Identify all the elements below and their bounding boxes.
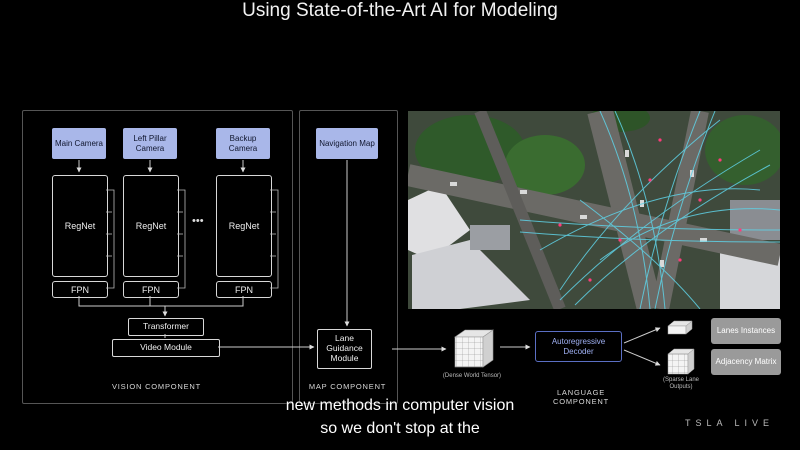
adjacency-matrix-box: Adjacency Matrix [711,349,781,375]
fpn-block-2: FPN [123,281,179,298]
subtitle-line-1: new methods in computer vision [285,397,515,414]
backup-camera-box: Backup Camera [216,128,270,159]
tsla-live-logo: TSLA LIVE [684,418,774,428]
sparse-output-cubes [667,320,695,375]
language-component-label: LANGUAGE COMPONENT [553,388,609,406]
arrow-decoder-to-top [623,327,661,344]
dense-tensor-cube [454,329,494,368]
slide-title: Using State-of-the-Art AI for Modeling [242,0,558,21]
regnet-block-3: RegNet [216,175,272,277]
lane-guidance-module-box: Lane Guidance Module [317,329,372,369]
vision-component-label: VISION COMPONENT [111,382,202,391]
lanes-instances-box: Lanes Instances [711,318,781,344]
arrow-decoder-to-bottom [623,349,661,366]
camera-arrows [76,160,246,173]
ellipsis: ••• [192,215,204,227]
map-component-panel [299,110,398,404]
fpn-merge-lines [78,296,244,338]
sparse-lane-outputs-caption: (Sparse Lane Outputs) [662,377,700,391]
map-component-label: MAP COMPONENT [308,382,387,391]
subtitle-line-2: so we don't stop at the [320,420,480,437]
regnet-block-2: RegNet [123,175,179,277]
vision-component-panel [22,110,293,404]
navigation-map-box: Navigation Map [316,128,378,159]
regnet-block-1: RegNet [52,175,108,277]
video-module-box: Video Module [112,339,220,357]
autoregressive-decoder-box: Autoregressive Decoder [535,331,622,362]
transformer-box: Transformer [128,318,204,336]
left-pillar-camera-box: Left Pillar Camera [123,128,177,159]
fpn-block-3: FPN [216,281,272,298]
main-camera-box: Main Camera [52,128,106,159]
fpn-block-1: FPN [52,281,108,298]
multiscale-connectors [106,189,279,289]
dense-world-tensor-caption: (Dense World Tensor) [442,373,502,379]
aerial-map-image [408,111,780,309]
